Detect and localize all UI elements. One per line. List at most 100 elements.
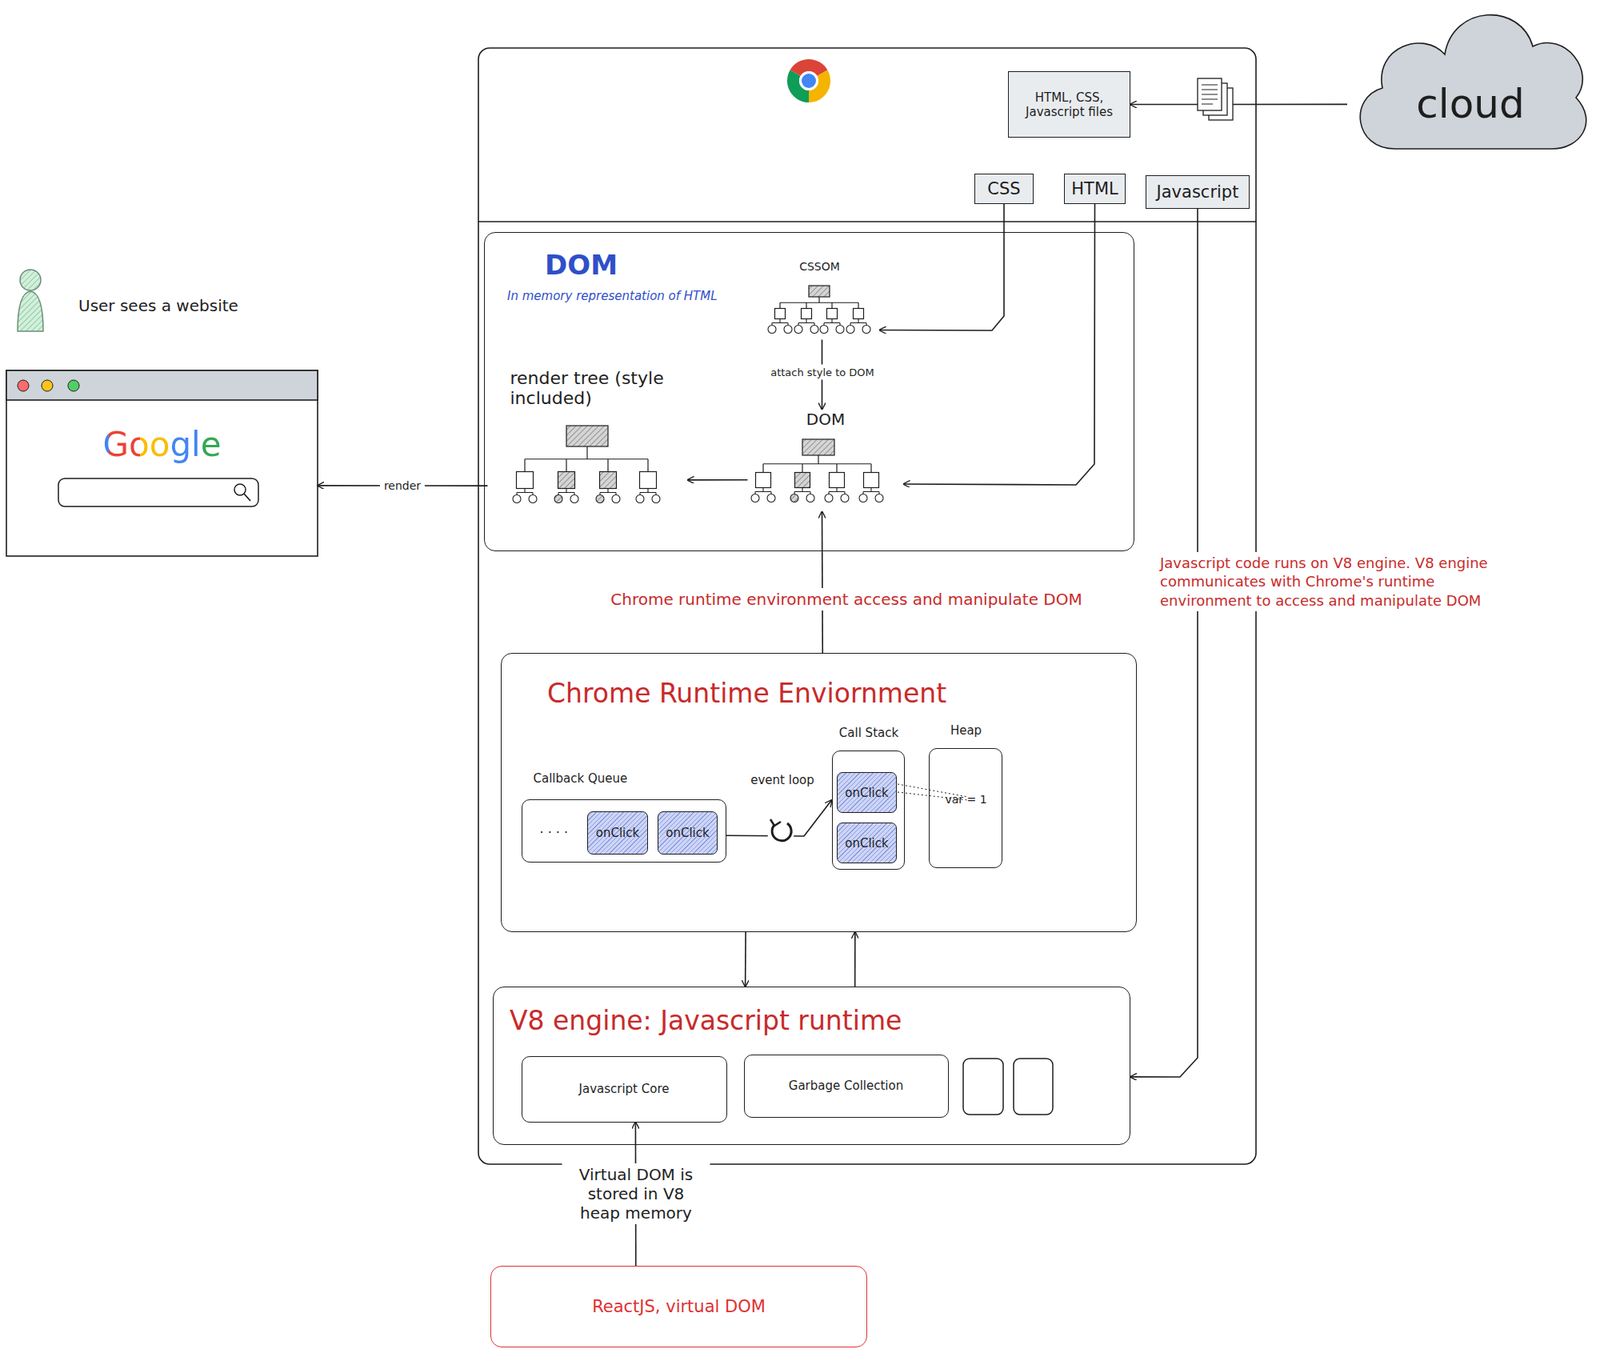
tree-leaf bbox=[570, 495, 579, 504]
tree-leaf bbox=[751, 494, 760, 503]
callback-queue: Callback Queue. . . .onClickonClick bbox=[521, 799, 727, 863]
node-label: cloud bbox=[1416, 80, 1524, 128]
tree-leaf bbox=[636, 495, 644, 504]
tree-branch bbox=[780, 296, 859, 309]
tree-leaf bbox=[528, 495, 537, 504]
node-label: render tree (style included) bbox=[510, 368, 683, 409]
tree-leaf bbox=[846, 325, 855, 334]
tree-branch bbox=[755, 488, 772, 495]
node-label: CSS bbox=[987, 179, 1020, 199]
runtime-panel: Chrome Runtime EnviornmentCallback Queue… bbox=[500, 652, 1137, 932]
tree-leaf bbox=[512, 495, 521, 504]
heap-box: Heapvar = 1 bbox=[928, 748, 1003, 868]
connector-label: render bbox=[380, 477, 425, 494]
css-box: CSS bbox=[974, 173, 1034, 204]
event-loop-icon bbox=[770, 819, 781, 826]
connector-label: event loop bbox=[746, 771, 819, 789]
empty-module bbox=[1013, 1058, 1053, 1115]
tree-child bbox=[829, 472, 845, 488]
onclick-event: onClick bbox=[657, 811, 718, 855]
tree-branch bbox=[824, 319, 840, 326]
cssom-tree: CSSOM bbox=[760, 260, 880, 340]
reactjs-box: ReactJS, virtual DOM bbox=[490, 1265, 868, 1348]
tree-leaf bbox=[824, 494, 833, 503]
document-lines bbox=[1201, 84, 1218, 104]
tree-child bbox=[558, 472, 576, 489]
empty-module bbox=[963, 1058, 1004, 1115]
tree-child bbox=[775, 308, 786, 320]
tree-leaf bbox=[767, 494, 776, 503]
tree-leaf bbox=[768, 325, 776, 334]
tree-branch bbox=[763, 455, 872, 473]
tree-child bbox=[801, 308, 812, 320]
js-core-box: Javascript Core bbox=[521, 1056, 728, 1123]
website-window: Google bbox=[6, 370, 318, 556]
connector-label: Virtual DOM is stored in V8 heap memory bbox=[562, 1163, 711, 1224]
connector-label: attach style to DOM bbox=[766, 364, 879, 380]
chrome-logo bbox=[799, 71, 819, 91]
node-label: HTML bbox=[1071, 179, 1118, 199]
node-label: In memory representation of HTML bbox=[507, 288, 718, 304]
search-icon bbox=[234, 484, 246, 496]
cloud-outline bbox=[1360, 15, 1586, 149]
document-icon bbox=[1197, 78, 1222, 111]
tree-branch bbox=[794, 488, 811, 495]
node-label: onClick bbox=[665, 825, 709, 840]
tree-leaf bbox=[652, 495, 660, 504]
node-label: Heap bbox=[929, 723, 1004, 738]
dom-panel: DOM In memory representation of HTML CSSOM… bbox=[484, 232, 1135, 552]
tree-leaf bbox=[784, 325, 792, 334]
chrome-logo bbox=[787, 59, 831, 103]
tree-child bbox=[516, 472, 534, 489]
node-label: Javascript Core bbox=[579, 1081, 670, 1096]
node-label: onClick bbox=[844, 785, 888, 800]
node-label: Javascript bbox=[1156, 182, 1240, 202]
node-label: Call Stack bbox=[823, 725, 916, 740]
tree-leaf bbox=[810, 325, 819, 334]
gc-box: Garbage Collection bbox=[744, 1054, 949, 1118]
tree-branch bbox=[850, 319, 867, 326]
window-dot bbox=[17, 380, 29, 392]
connector bbox=[854, 932, 856, 987]
tree-leaf bbox=[840, 494, 849, 503]
tree-branch bbox=[772, 319, 788, 326]
connector bbox=[744, 932, 747, 987]
tree-child bbox=[864, 472, 880, 488]
tree-branch bbox=[828, 488, 845, 495]
website-window bbox=[6, 370, 318, 556]
tree-branch bbox=[524, 446, 648, 472]
v8-panel: V8 engine: Javascript runtimeJavascript … bbox=[492, 986, 1131, 1145]
tree-leaf bbox=[806, 494, 815, 503]
connector bbox=[688, 479, 748, 481]
node-label: Google bbox=[6, 424, 318, 464]
connector bbox=[880, 204, 1005, 331]
user-caption: User sees a website bbox=[75, 294, 242, 317]
tree-child bbox=[795, 472, 811, 488]
node-label: onClick bbox=[596, 825, 640, 840]
window-dot bbox=[41, 380, 53, 392]
chrome-logo bbox=[801, 73, 816, 88]
tree-leaf bbox=[875, 494, 884, 503]
connector bbox=[904, 204, 1096, 485]
tree-leaf bbox=[794, 325, 803, 334]
onclick-event: onClick bbox=[587, 811, 648, 855]
node-label: onClick bbox=[844, 836, 888, 851]
tree-leaf bbox=[596, 495, 604, 504]
tree-leaf bbox=[862, 325, 871, 334]
tree-branch bbox=[558, 488, 575, 496]
tree-root bbox=[808, 285, 830, 297]
tree-leaf bbox=[836, 325, 844, 334]
loop-backing bbox=[767, 818, 795, 846]
connector bbox=[1130, 104, 1348, 106]
browser-frame bbox=[478, 48, 1256, 1164]
window-dot bbox=[68, 380, 80, 392]
call-stack: Call StackonClickonClick bbox=[832, 750, 905, 870]
node-label: DOM bbox=[748, 409, 904, 429]
tree-leaf bbox=[790, 494, 799, 503]
user-body bbox=[17, 291, 44, 332]
node-label: V8 engine: Javascript runtime bbox=[509, 1004, 902, 1036]
tree-leaf bbox=[612, 495, 620, 504]
tree-leaf bbox=[820, 325, 828, 334]
